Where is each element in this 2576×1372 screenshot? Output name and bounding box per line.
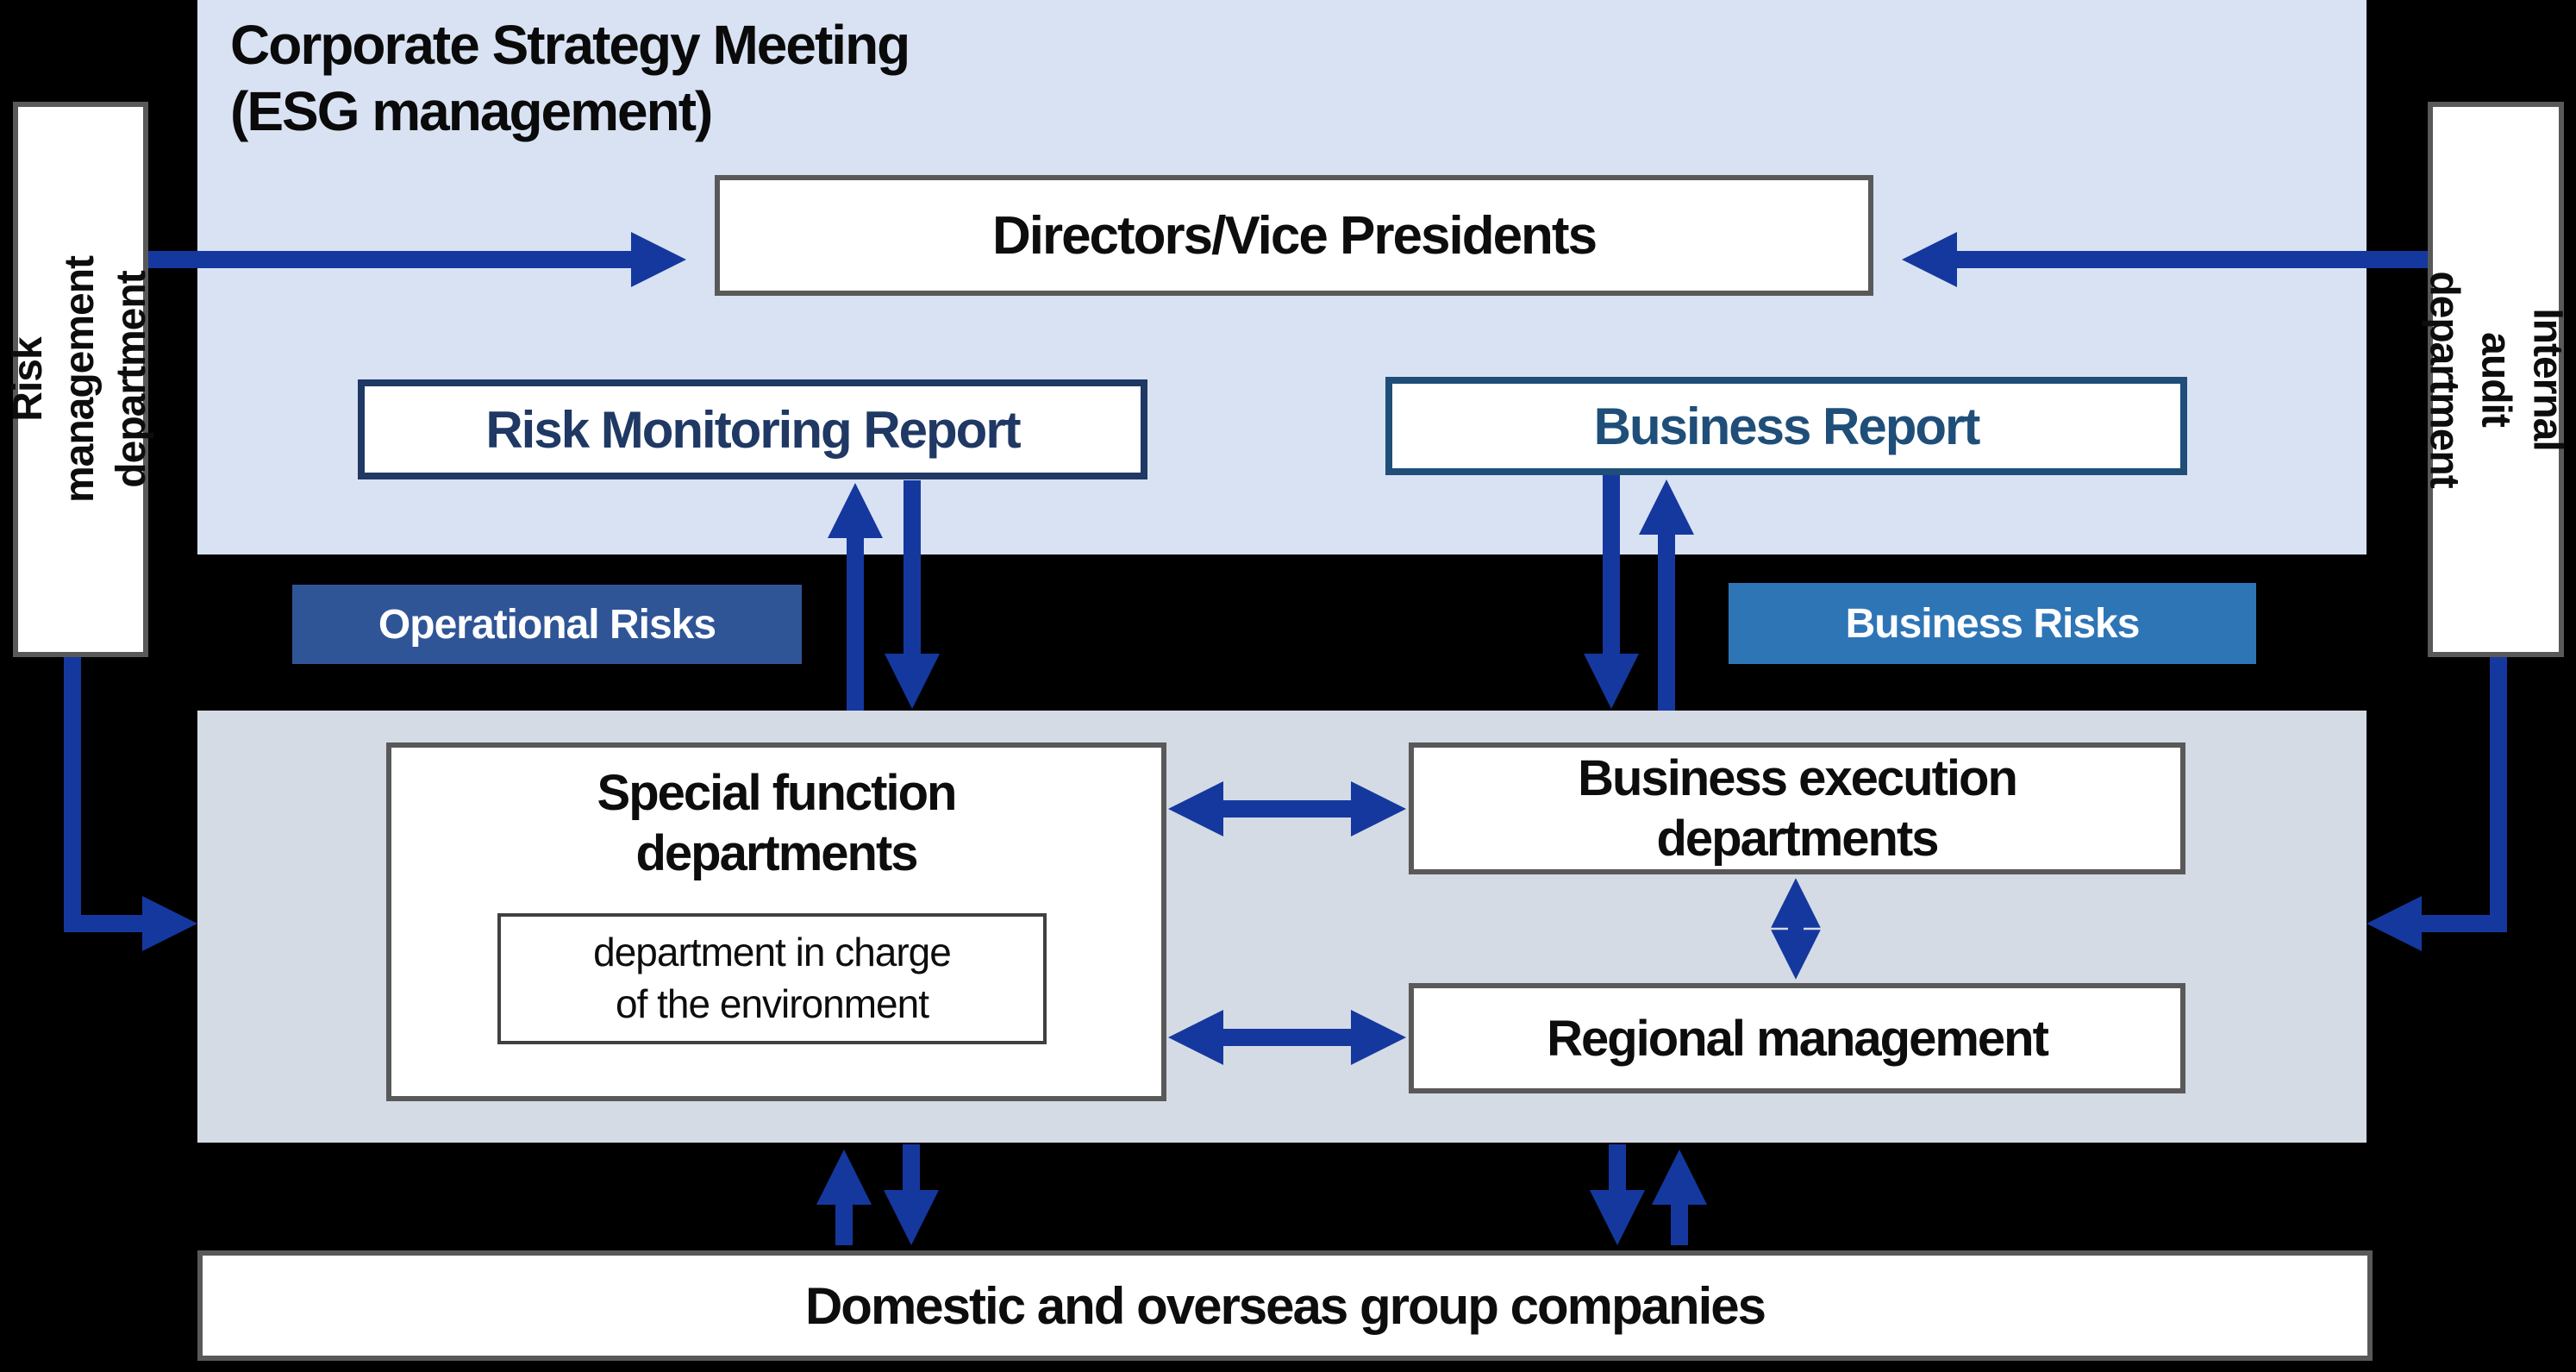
directors-box: Directors/Vice Presidents bbox=[715, 175, 1873, 296]
operational-risks-label: Operational Risks bbox=[378, 601, 716, 648]
special-function-departments-box: Special function departments department … bbox=[386, 742, 1166, 1101]
business-risks-label: Business Risks bbox=[1845, 600, 2141, 647]
group-companies-label: Domestic and overseas group companies bbox=[804, 1276, 1766, 1335]
section-title: Corporate Strategy Meeting (ESG manageme… bbox=[230, 14, 910, 142]
business-risks-badge: Business Risks bbox=[1729, 583, 2256, 664]
regional-management-box: Regional management bbox=[1409, 983, 2185, 1093]
special-function-label: Special function departments bbox=[597, 765, 958, 881]
group-companies-box: Domestic and overseas group companies bbox=[197, 1250, 2373, 1361]
internal-audit-department-label: Internal audit department bbox=[2422, 271, 2571, 488]
environment-department-label: department in charge of the environment bbox=[593, 930, 952, 1026]
internal-audit-department-box: Internal audit department bbox=[2422, 102, 2571, 657]
arrow-auditdept-to-midsection bbox=[2366, 657, 2507, 952]
risk-management-department-label: Risk management department bbox=[5, 255, 155, 504]
arrow-riskdept-to-midsection bbox=[64, 657, 198, 952]
operational-risks-badge: Operational Risks bbox=[292, 585, 802, 664]
business-report-label: Business Report bbox=[1593, 397, 1981, 455]
directors-label: Directors/Vice Presidents bbox=[991, 205, 1597, 266]
environment-department-box: department in charge of the environment bbox=[497, 913, 1047, 1044]
risk-monitoring-report-label: Risk Monitoring Report bbox=[485, 400, 1021, 459]
risk-monitoring-report-box: Risk Monitoring Report bbox=[358, 379, 1147, 479]
risk-management-department-box: Risk management department bbox=[6, 102, 155, 657]
business-execution-departments-box: Business execution departments bbox=[1409, 742, 2185, 874]
business-report-box: Business Report bbox=[1385, 377, 2187, 475]
regional-management-label: Regional management bbox=[1547, 1010, 2049, 1067]
business-execution-label: Business execution departments bbox=[1578, 749, 2018, 867]
